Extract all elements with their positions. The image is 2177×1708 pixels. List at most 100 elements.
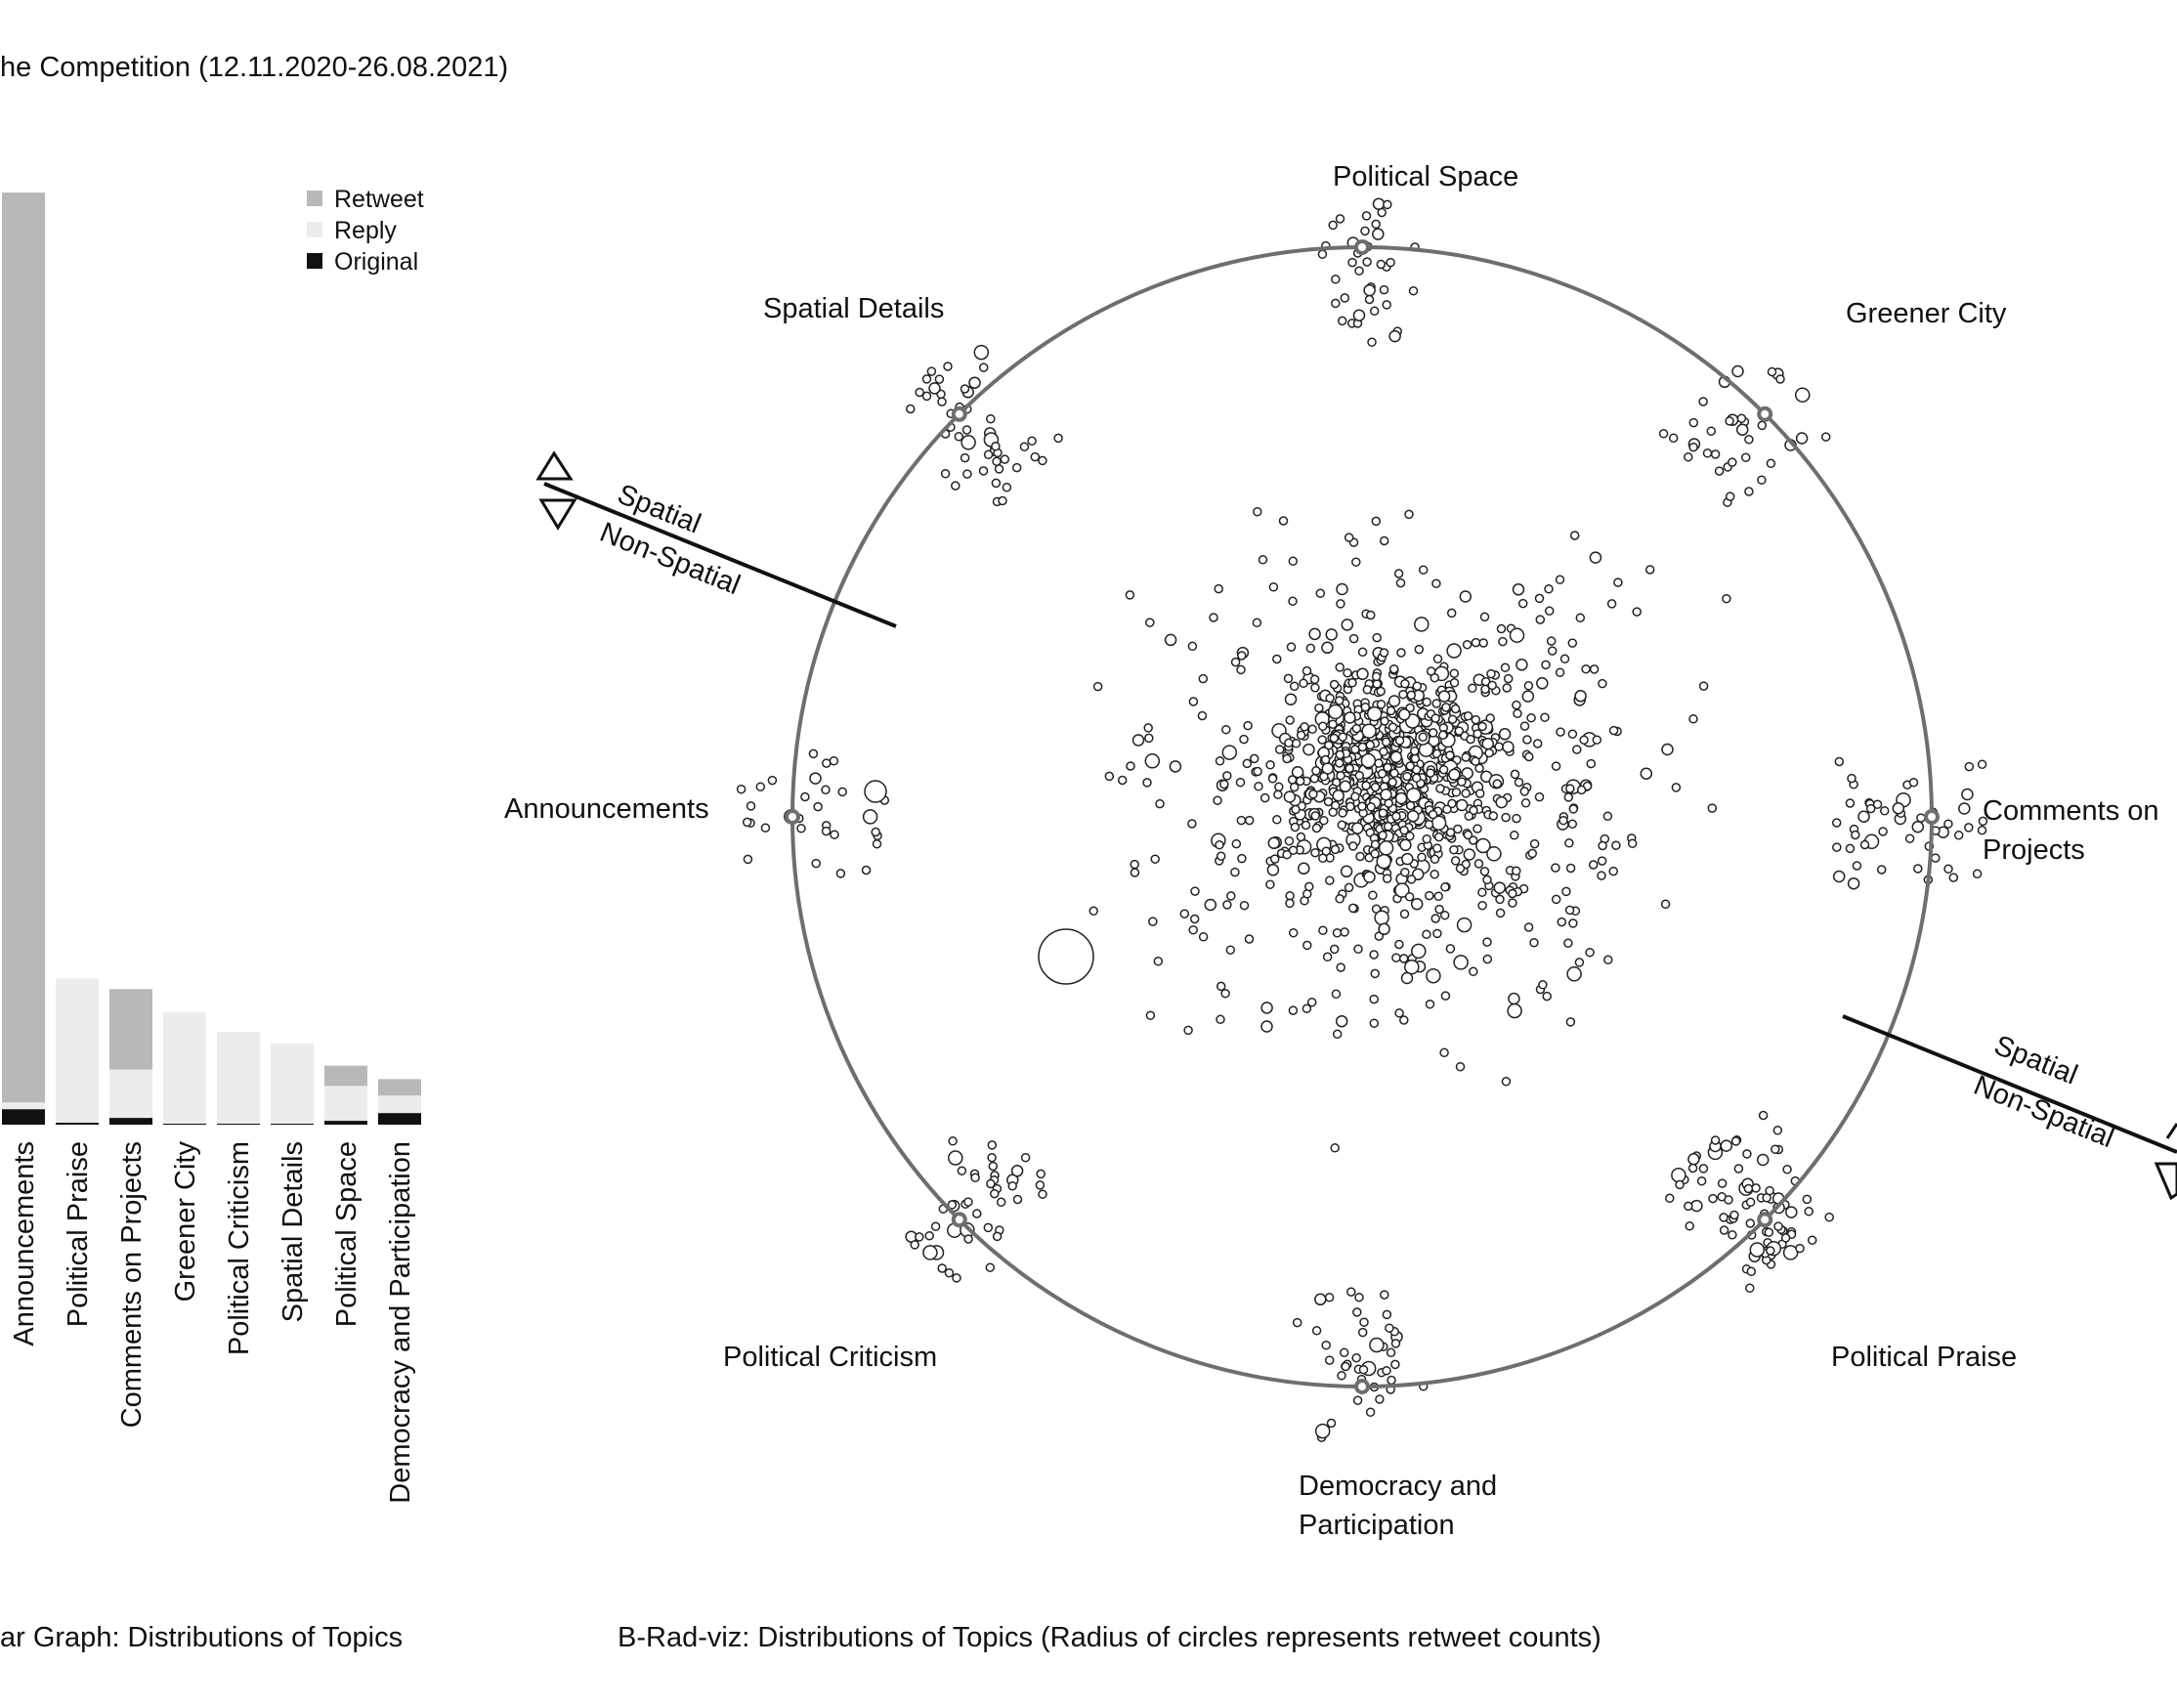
radviz-point <box>1767 366 1777 377</box>
radviz-point <box>1188 924 1198 935</box>
radviz-point <box>1588 860 1599 870</box>
radviz-point <box>1365 740 1376 750</box>
radviz-point <box>1153 957 1164 966</box>
radviz-point <box>1775 374 1785 384</box>
radviz-point <box>1126 761 1135 771</box>
radviz-point <box>1977 825 1987 835</box>
radviz-point <box>1547 646 1558 656</box>
radviz-point <box>1425 999 1435 1009</box>
radviz-point <box>1913 864 1923 874</box>
radviz-point <box>1564 905 1575 916</box>
radviz-point <box>1387 695 1401 707</box>
radviz-point <box>1567 819 1578 830</box>
radviz-point <box>1445 750 1455 760</box>
radviz-point <box>1321 1340 1331 1350</box>
radviz-point <box>1410 746 1420 756</box>
radviz-point <box>930 1221 941 1231</box>
radviz-point <box>1386 1347 1396 1358</box>
radviz-point <box>992 456 1002 467</box>
bar-category-label: Democracy and Participation <box>385 1141 416 1504</box>
radviz-point <box>1911 820 1925 833</box>
radviz-point <box>1266 864 1280 876</box>
radviz-point <box>1335 1014 1348 1028</box>
radviz-point <box>1507 1003 1522 1019</box>
radviz-point <box>1381 737 1391 747</box>
radviz-point <box>1736 413 1747 423</box>
radviz-point <box>1758 1110 1769 1121</box>
divider-lower-nonspatial-label: Non-Spatial <box>1969 1070 2117 1154</box>
divider-lower-down-triangle-icon <box>2154 1162 2177 1201</box>
radviz-point <box>922 1245 938 1260</box>
bar-original-1 <box>56 1123 99 1125</box>
radviz-point <box>1688 442 1698 452</box>
radviz-point <box>986 1178 996 1189</box>
radviz-point <box>937 1263 947 1273</box>
radviz-point <box>1451 788 1462 797</box>
radviz-point <box>796 824 806 833</box>
radviz-point <box>1343 667 1352 678</box>
radviz-point <box>1468 835 1478 845</box>
radviz-point <box>1370 839 1381 850</box>
radviz-point <box>1566 966 1582 982</box>
radviz-point <box>1725 416 1734 426</box>
radviz-point <box>1878 827 1888 836</box>
radviz-point <box>991 441 1001 451</box>
radviz-point <box>1456 917 1473 933</box>
radviz-point <box>1540 712 1550 722</box>
radviz-point <box>1288 845 1299 855</box>
radviz-point <box>1318 925 1328 935</box>
radviz-point <box>1468 683 1477 694</box>
radviz-point <box>1291 765 1304 779</box>
radviz-point <box>1724 1195 1733 1205</box>
radviz-point <box>1379 747 1388 756</box>
radviz-point <box>998 495 1007 506</box>
radviz-point <box>1534 593 1545 604</box>
radviz-point <box>1876 865 1887 875</box>
radviz-point <box>1406 875 1417 884</box>
radviz-point <box>1546 636 1557 646</box>
radviz-point <box>1431 578 1441 588</box>
radviz-point <box>1337 820 1347 831</box>
radviz-point <box>1834 756 1845 767</box>
radviz-point <box>1538 980 1548 990</box>
anchor-label-democracy-line2: Participation <box>1299 1510 1455 1541</box>
radviz-point <box>1857 810 1870 823</box>
radviz-point <box>1948 873 1959 882</box>
radviz-point <box>1351 1352 1361 1363</box>
radviz-point <box>1341 1361 1350 1372</box>
radviz-point <box>1430 713 1440 723</box>
radviz-point <box>1272 815 1282 825</box>
radviz-point <box>1773 1221 1783 1231</box>
radviz-point <box>1807 1235 1817 1245</box>
radviz-point <box>1376 686 1386 697</box>
radviz-point <box>767 775 778 786</box>
radviz-point <box>1237 651 1247 661</box>
radviz-point <box>1765 1185 1774 1196</box>
radviz-point <box>1334 758 1345 768</box>
radviz-point <box>1457 777 1467 787</box>
radviz-point <box>1038 1189 1047 1199</box>
radviz-point <box>1916 813 1926 823</box>
radviz-point <box>1314 1423 1331 1439</box>
radviz-point <box>1731 364 1744 378</box>
radviz-point <box>1551 863 1560 873</box>
radviz-point <box>1579 735 1589 746</box>
radviz-point <box>1371 219 1381 230</box>
radviz-point <box>1908 778 1919 788</box>
radviz-point <box>1422 929 1431 940</box>
radviz-point <box>1581 663 1591 674</box>
radviz-point <box>1239 900 1250 911</box>
divider-upper-line <box>543 482 897 628</box>
divider-lower-up-triangle-icon <box>2165 1123 2177 1139</box>
radviz-point <box>1486 846 1502 862</box>
radviz-point <box>1337 316 1347 326</box>
radviz-point <box>1325 875 1335 885</box>
radviz-point <box>1268 582 1279 592</box>
radviz-point <box>1371 671 1382 682</box>
radviz-point <box>963 1234 973 1244</box>
radviz-point <box>1283 673 1294 684</box>
radviz-point <box>1567 729 1578 739</box>
radviz-point <box>1399 825 1409 835</box>
divider-lower-line <box>1842 1014 2177 1154</box>
radviz-point <box>1661 743 1674 756</box>
